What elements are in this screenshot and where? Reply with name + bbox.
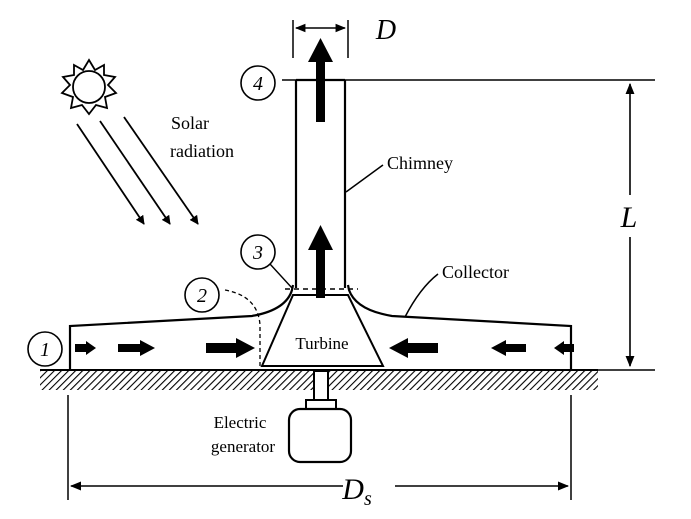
chimney-diameter-dimension: D [292, 15, 396, 58]
airflow-arrow [75, 341, 96, 355]
chimney-height-label: L [620, 201, 638, 234]
station-2-number: 2 [197, 285, 207, 307]
station-1-number: 1 [40, 339, 50, 361]
sun-icon [60, 58, 118, 116]
station-3-leader [269, 263, 293, 289]
station-2-leader [224, 289, 261, 366]
station-3-number: 3 [252, 242, 263, 264]
airflow-arrow [206, 338, 255, 358]
station-2-marker: 2 [184, 277, 220, 313]
solar-label: Solar [171, 113, 209, 133]
radiation-label: radiation [170, 141, 234, 161]
station-3-marker: 3 [240, 234, 276, 270]
station-4-number: 4 [253, 73, 263, 95]
solar-rays [76, 116, 199, 225]
collector-diameter-label: D [341, 473, 364, 506]
collector-leader [404, 273, 439, 318]
electric-label: Electric [214, 413, 267, 432]
solar-ray-arrow [123, 116, 199, 225]
airflow-arrow [554, 341, 574, 355]
airflow-arrow [308, 225, 333, 298]
chimney-label: Chimney [387, 153, 453, 173]
turbine: Turbine [260, 294, 385, 367]
chimney-height-dimension: L [612, 82, 648, 368]
collector-label: Collector [442, 262, 509, 282]
airflow-arrow [389, 338, 438, 358]
solar-ray-arrow [76, 123, 145, 225]
chimney-diameter-label: D [375, 15, 396, 46]
solar-ray-arrow [99, 120, 171, 225]
airflow-arrow [491, 340, 526, 356]
airflow-arrow [308, 38, 333, 122]
airflow-arrows [75, 38, 574, 358]
collector-diameter-subscript: s [364, 488, 372, 510]
station-1-marker: 1 [27, 331, 63, 367]
station-4-marker: 4 [240, 65, 276, 101]
turbine-label: Turbine [295, 334, 348, 353]
svg-text:Ds: Ds [341, 473, 372, 510]
collector-canopy [68, 284, 573, 370]
airflow-arrow [118, 340, 155, 356]
collector-diameter-dimension: Ds [67, 395, 572, 510]
chimney-leader [345, 164, 384, 193]
generator-label: generator [211, 437, 276, 456]
electric-generator: Electric generator [211, 370, 353, 464]
